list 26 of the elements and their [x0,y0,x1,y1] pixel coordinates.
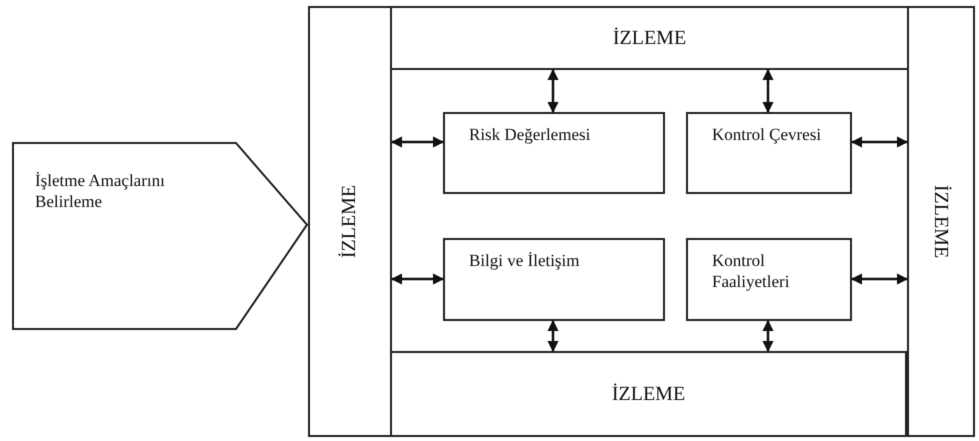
double-arrow [547,320,559,352]
band-label: İZLEME [612,26,686,50]
component-box [443,112,665,194]
node-label: Kontrol Çevresi [712,124,822,146]
monitoring-band [308,6,392,437]
node-label: Risk Değerlemesi [469,124,592,146]
node-label: Kontrol Faaliyetleri [712,250,790,292]
monitoring-band [390,6,909,70]
double-arrow [762,320,774,352]
double-arrow [547,68,559,114]
monitoring-band [390,351,907,437]
component-box [686,238,852,321]
pentagon-arrow-shape [12,142,308,330]
double-arrow [390,136,444,148]
component-box [443,238,665,321]
double-arrow [850,273,908,285]
node-label: İşletme Amaçlarını Belirleme [35,170,166,212]
band-label: İZLEME [612,382,686,406]
band-label: İZLEME [930,184,952,258]
band-label: İZLEME [338,184,362,258]
double-arrow [850,136,908,148]
monitoring-band [907,6,975,437]
node-label: Bilgi ve İletişim [469,250,580,272]
component-box [686,112,852,194]
double-arrow [762,68,774,114]
double-arrow [390,273,444,285]
